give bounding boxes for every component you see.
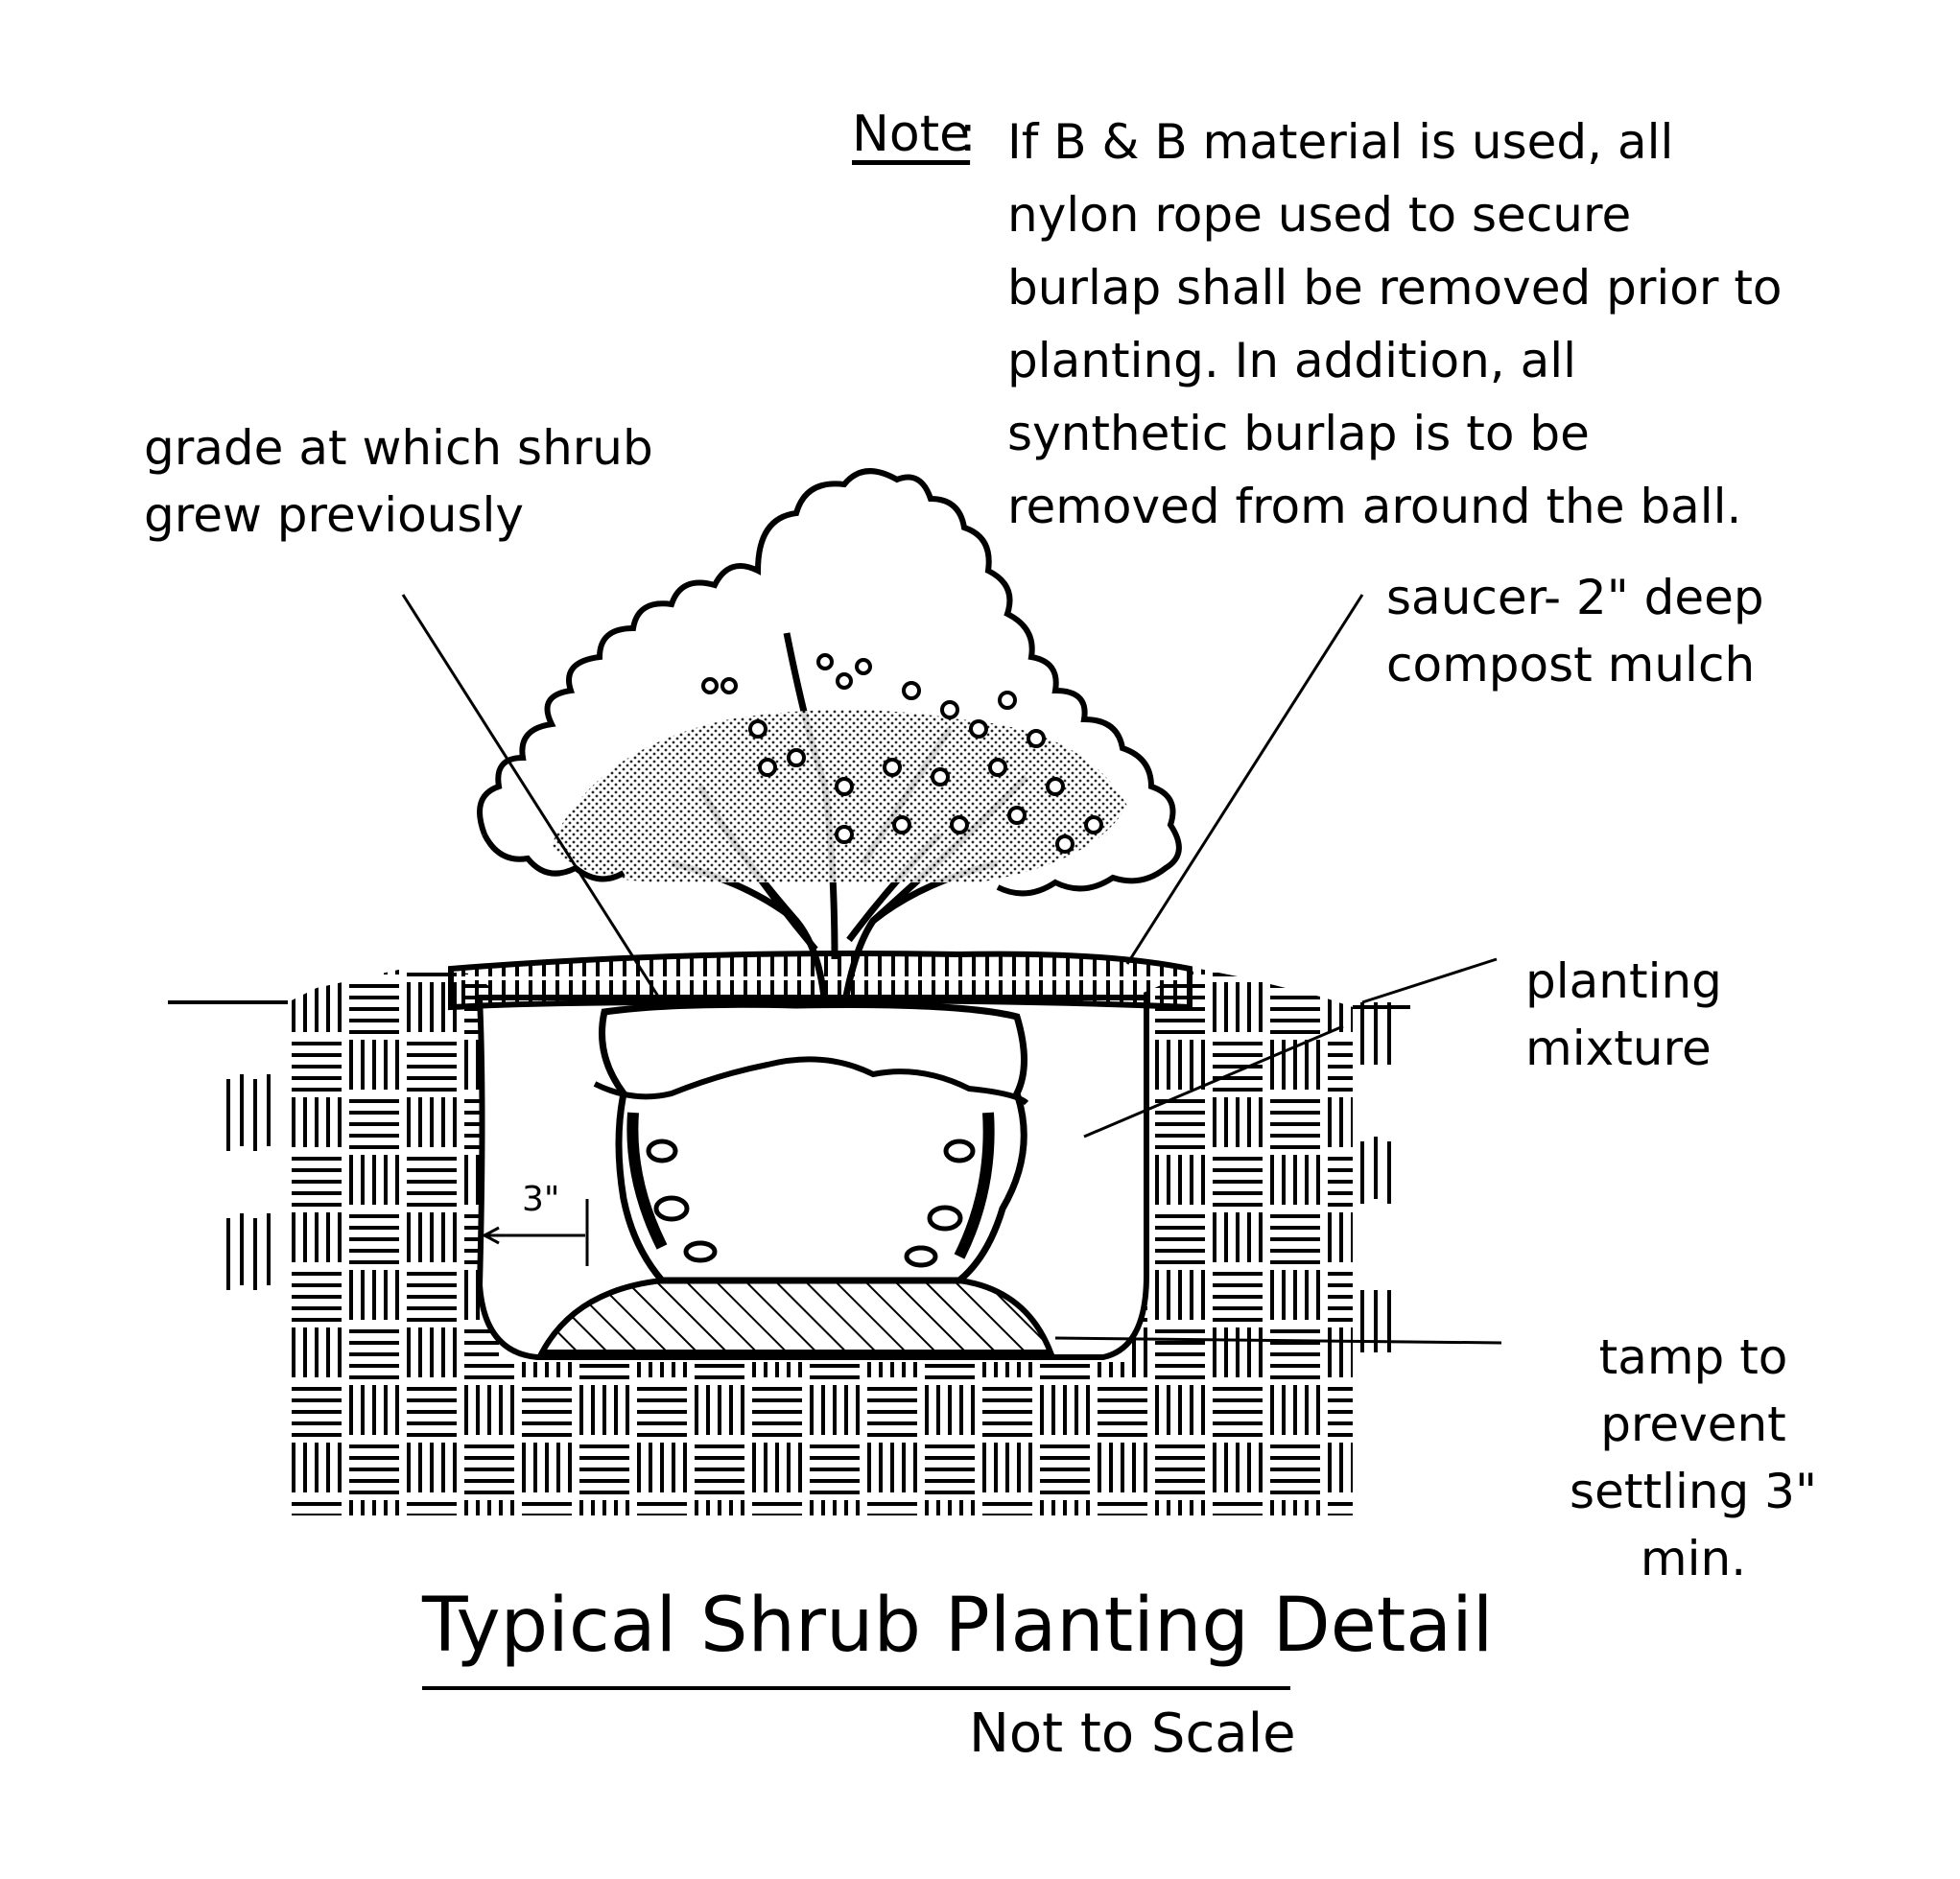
diagram-title: Typical Shrub Planting Detail: [422, 1583, 1494, 1669]
note-colon: :: [959, 106, 977, 163]
label-grade: grade at which shrub grew previously: [144, 420, 653, 543]
label-tamp: tamp to prevent settling 3" min.: [1570, 1329, 1817, 1586]
dimension-arrow-left: [481, 1226, 500, 1245]
root-ball: [593, 1000, 1029, 1284]
ground-line: [168, 1000, 1410, 1009]
leader-planting-mixture: [1083, 1024, 1344, 1139]
leader-grade: [401, 594, 664, 1003]
note-label: Note: [852, 106, 971, 163]
leader-lines: [401, 594, 1502, 1345]
leader-saucer: [1125, 594, 1364, 965]
note-text: If B & B material is used, all nylon rop…: [1007, 114, 1783, 534]
foliage-outline: [477, 468, 1182, 897]
leader-planting-tick: [1361, 957, 1498, 1004]
foliage-leaves: [701, 653, 1103, 854]
tamped-base: [536, 1278, 1055, 1355]
label-saucer: saucer- 2" deep compost mulch: [1386, 570, 1764, 693]
foliage-shading: [552, 710, 1127, 882]
label-clearance: 3": [522, 1180, 560, 1219]
existing-soil: [226, 969, 1391, 1515]
label-planting-mixture: planting mixture: [1525, 953, 1722, 1076]
leader-tamp: [1054, 1336, 1502, 1345]
diagram-subtitle: Not to Scale: [969, 1703, 1296, 1765]
